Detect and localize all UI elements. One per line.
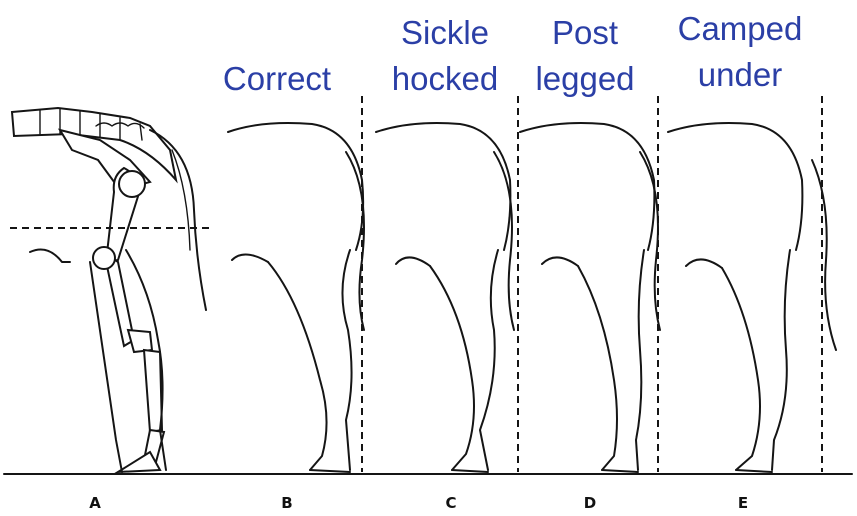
leg-outline-correct xyxy=(228,123,364,472)
panel-letter-b: B xyxy=(272,494,302,512)
panel-letter-c: C xyxy=(436,494,466,512)
panel-letter-d: D xyxy=(575,494,605,512)
skeleton-figure xyxy=(12,108,206,472)
panel-letter-e: E xyxy=(728,494,758,512)
leg-outline-camped-under xyxy=(668,123,836,472)
panel-letter-a: A xyxy=(80,494,110,512)
leg-outline-sickle-hocked xyxy=(376,123,514,472)
leg-outline-post-legged xyxy=(520,123,660,472)
